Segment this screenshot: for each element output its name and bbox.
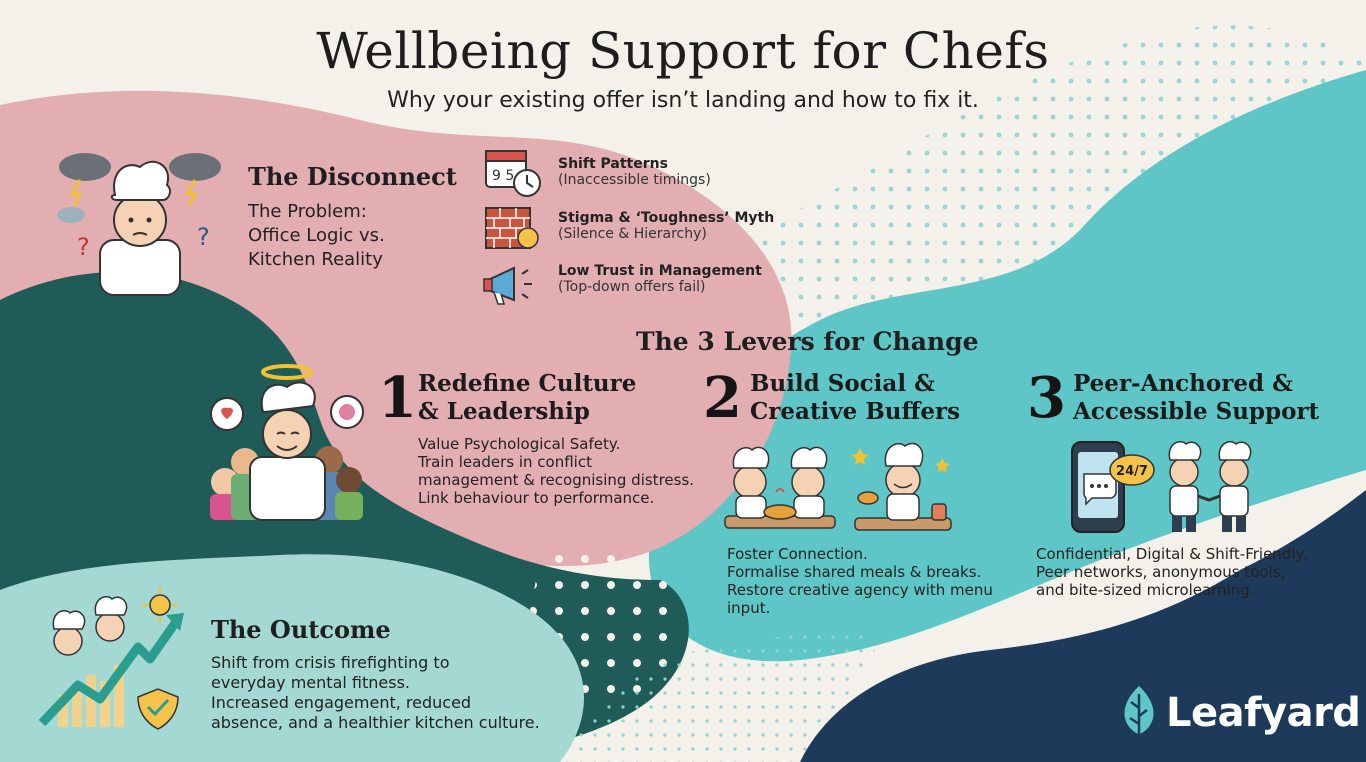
levers-heading: The 3 Levers for Change bbox=[636, 327, 979, 356]
brick-wall-icon bbox=[485, 207, 539, 249]
lever-3-number: 3 bbox=[1027, 365, 1066, 431]
navy-blob bbox=[800, 490, 1366, 762]
lever-2-body: Foster Connection. Formalise shared meal… bbox=[727, 545, 993, 617]
disconnect-problem: The Problem: Office Logic vs. Kitchen Re… bbox=[248, 201, 385, 270]
disconnect-item-shift-patterns: Shift Patterns (Inaccessible timings) bbox=[558, 156, 711, 188]
svg-text:24/7: 24/7 bbox=[1116, 464, 1148, 479]
disconnect-item-low-trust: Low Trust in Management (Top-down offers… bbox=[558, 263, 762, 295]
svg-text:9 5: 9 5 bbox=[492, 168, 514, 184]
outcome-heading: The Outcome bbox=[211, 615, 391, 644]
svg-text:?: ? bbox=[77, 233, 90, 261]
page-subtitle: Why your existing offer isn’t landing an… bbox=[387, 88, 979, 113]
lever-1-title: Redefine Culture & Leadership bbox=[418, 370, 637, 425]
megaphone-icon bbox=[483, 266, 532, 305]
lever-3-body: Confidential, Digital & Shift-Friendly. … bbox=[1036, 545, 1307, 599]
creative-chef-icon bbox=[851, 442, 952, 531]
growth-chart-chefs-icon bbox=[38, 587, 184, 730]
page-title: Wellbeing Support for Chefs bbox=[316, 22, 1050, 80]
lever-1-body: Value Psychological Safety. Train leader… bbox=[418, 435, 695, 507]
leader-chef-team-icon bbox=[210, 364, 364, 521]
lever-3-title: Peer-Anchored & Accessible Support bbox=[1073, 370, 1320, 425]
phone-support-icon: 24/7 bbox=[1071, 441, 1155, 533]
leaf-logo-icon bbox=[1124, 686, 1154, 740]
lever-1-number: 1 bbox=[378, 365, 417, 431]
calendar-clock-icon: 9 5 bbox=[485, 150, 541, 197]
disconnect-heading: The Disconnect bbox=[248, 162, 457, 191]
disconnect-item-stigma: Stigma & ‘Toughness’ Myth (Silence & Hie… bbox=[558, 210, 775, 242]
lever-2-title: Build Social & Creative Buffers bbox=[750, 370, 961, 425]
brand-name: Leafyard bbox=[1166, 690, 1361, 736]
lever-2-number: 2 bbox=[703, 365, 742, 431]
svg-text:?: ? bbox=[197, 223, 210, 251]
cooking-together-icon bbox=[724, 446, 836, 529]
confused-chef-icon: ? ? bbox=[57, 153, 221, 296]
outcome-body: Shift from crisis firefighting to everyd… bbox=[211, 653, 540, 732]
pink-blob bbox=[0, 90, 792, 567]
peer-handshake-icon bbox=[1168, 440, 1252, 532]
